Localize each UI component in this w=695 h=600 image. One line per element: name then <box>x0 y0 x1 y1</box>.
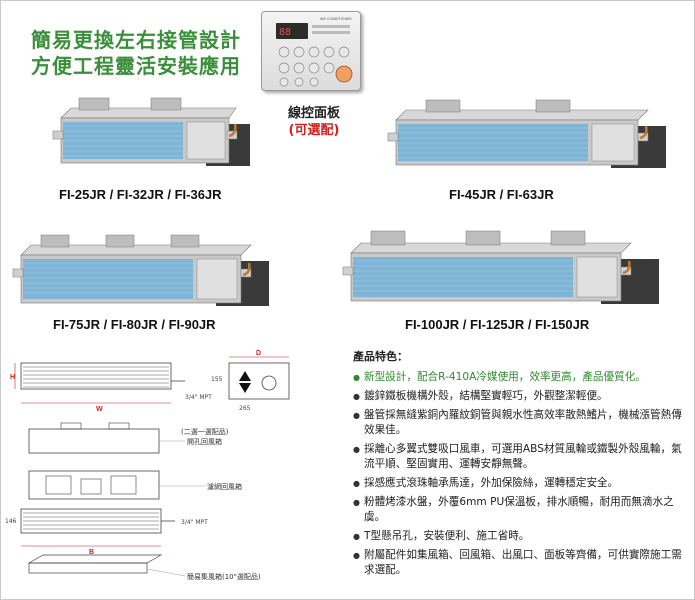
drawing-dim-155: 155 <box>211 376 223 383</box>
model-label-group-2: FI-45JR / FI-63JR <box>449 187 554 202</box>
features-section: 產品特色： 新型設計，配合R-410A冷媒使用，效率更高，產品優質化。 鍍鋅鐵板… <box>353 349 691 582</box>
drawing-collector-box <box>28 562 148 574</box>
feature-item: T型懸吊孔，安裝便利、施工省時。 <box>353 529 691 544</box>
features-title: 產品特色： <box>353 350 408 363</box>
drawing-dim-b: B <box>89 549 94 556</box>
drawing-filter-box <box>28 470 160 500</box>
unit-image-small <box>52 97 250 166</box>
feature-item: 採離心多翼式雙吸口風車，可選用ABS材質風輪或鐵製外殼風輪，氣流平順、堅固實用、… <box>353 442 691 472</box>
drawing-dim-d: D <box>256 350 261 357</box>
drawing-pipe-label-1: 3/4" MPT <box>185 394 212 401</box>
control-panel-caption: 線控面板 (可選配) <box>269 105 359 139</box>
feature-item: 盤管採無縫紫銅內羅紋銅管與親水性高效率散熱鰭片，機械漲管熱傳效果佳。 <box>353 408 691 438</box>
drawing-unit-elevation <box>20 362 172 390</box>
headline-line-1: 簡易更換左右接管設計 <box>31 28 241 52</box>
drawing-return-box-open <box>28 428 160 454</box>
panel-brand-text: AIR CONDITIONER <box>320 17 352 21</box>
headline: 簡易更換左右接管設計 方便工程靈活安裝應用 <box>31 27 241 79</box>
feature-item: 新型設計，配合R-410A冷媒使用，效率更高，產品優質化。 <box>353 370 691 385</box>
technical-drawing: H W 3/4" MPT D 155 265 (二選一選配品) 開孔回風箱 濾網… <box>5 350 290 581</box>
drawing-note-collector-box: 簡易集風箱(10"選配品) <box>187 572 261 581</box>
control-panel-graphic: AIR CONDITIONER 88 <box>276 17 353 87</box>
drawing-note-choose-one: (二選一選配品) <box>181 427 229 436</box>
unit-image-xlarge <box>342 230 659 304</box>
drawing-dim-146: 146 <box>5 518 17 525</box>
feature-item: 粉體烤漆水盤，外覆6mm PU保溫板，排水順暢，耐用而無滴水之虞。 <box>353 495 691 525</box>
control-panel-caption-optional: (可選配) <box>288 123 340 138</box>
feature-item: 採感應式滾珠軸承馬達，外加保險絲，運轉穩定安全。 <box>353 476 691 491</box>
panel-display: 88 <box>279 27 291 38</box>
unit-image-medium <box>387 99 666 168</box>
drawing-dim-w: W <box>96 406 103 413</box>
feature-item: 鍍鋅鐵板機構外殼，結構堅實輕巧，外觀整潔輕便。 <box>353 389 691 404</box>
features-list: 新型設計，配合R-410A冷媒使用，效率更高，產品優質化。 鍍鋅鐵板機構外殼，結… <box>353 370 691 578</box>
drawing-dim-265: 265 <box>239 405 251 412</box>
feature-item: 附屬配件如集風箱、回風箱、出風口、面板等齊備，可供實際施工需求選配。 <box>353 548 691 578</box>
drawing-note-open-return-box: 開孔回風箱 <box>187 437 222 446</box>
model-label-group-4: FI-100JR / FI-125JR / FI-150JR <box>405 317 590 332</box>
control-panel-caption-title: 線控面板 <box>287 106 340 121</box>
drawing-side-view <box>228 362 290 400</box>
drawing-dim-h: H <box>10 374 15 381</box>
unit-image-large <box>12 234 269 306</box>
model-label-group-3: FI-75JR / FI-80JR / FI-90JR <box>53 317 216 332</box>
drawing-pipe-label-2: 3/4" MPT <box>181 519 208 526</box>
model-label-group-1: FI-25JR / FI-32JR / FI-36JR <box>59 187 222 202</box>
control-panel-image: AIR CONDITIONER 88 <box>261 11 361 91</box>
drawing-note-filter-box: 濾網回風箱 <box>207 482 242 491</box>
headline-line-2: 方便工程靈活安裝應用 <box>31 54 241 78</box>
